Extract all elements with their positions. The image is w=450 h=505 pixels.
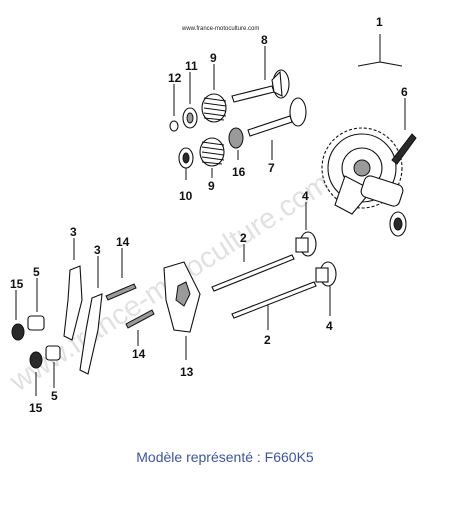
callout-14-lower: 14	[132, 347, 146, 361]
callout-15-upper: 15	[10, 277, 24, 291]
tappet-part-4-lower	[315, 261, 337, 316]
pivot-bolt-part-14-lower	[125, 309, 155, 346]
valve-part-8	[231, 46, 290, 103]
callout-16: 16	[232, 165, 246, 179]
source-url: www.france-motoculture.com	[182, 26, 260, 32]
callout-15-lower: 15	[29, 401, 43, 415]
callout-1: 1	[376, 15, 383, 29]
callout-4-upper: 4	[302, 189, 309, 203]
guide-plate-part-13	[163, 261, 201, 360]
valve-retainer-part-10	[178, 147, 194, 180]
callout-9-upper: 9	[210, 51, 217, 65]
valve-part-7	[247, 97, 307, 160]
callout-12: 12	[168, 71, 182, 85]
callout-13: 13	[180, 365, 194, 379]
callout-6: 6	[401, 85, 408, 99]
push-rod-part-2-upper	[211, 244, 295, 292]
sleeve-part-5-upper	[27, 278, 45, 331]
callout-7: 7	[268, 161, 275, 175]
camshaft-gear-part-1	[321, 34, 407, 237]
callout-2-upper: 2	[240, 231, 247, 245]
push-rod-part-2-lower	[231, 281, 317, 330]
valve-seal-part-16	[228, 127, 244, 160]
valve-spring-part-9-lower	[199, 137, 225, 178]
collet-part-12	[169, 84, 179, 132]
rocker-arm-part-3-left	[63, 238, 83, 341]
pin-part-6	[391, 98, 417, 165]
callout-11: 11	[185, 59, 198, 73]
pivot-bolt-part-14-upper	[105, 248, 137, 301]
callout-8: 8	[261, 33, 268, 47]
callout-3-right: 3	[94, 243, 101, 257]
rocker-arm-part-3-right	[79, 256, 103, 375]
sleeve-part-5-lower	[45, 345, 61, 388]
callout-14-upper: 14	[116, 235, 130, 249]
callout-4-lower: 4	[326, 319, 333, 333]
callout-3-left: 3	[70, 225, 77, 239]
valve-spring-part-9-upper	[201, 64, 227, 123]
callout-5-upper: 5	[33, 265, 40, 279]
callout-2-lower: 2	[264, 333, 271, 347]
valve-retainer-part-11	[182, 72, 198, 129]
callout-10: 10	[179, 189, 193, 203]
nut-part-15-lower	[29, 351, 43, 396]
callout-5-lower: 5	[51, 389, 58, 403]
callout-9-lower: 9	[208, 179, 215, 193]
model-caption: Modèle représenté : F660K5	[136, 449, 314, 465]
tappet-part-4-upper	[295, 202, 317, 257]
nut-part-15-upper	[11, 290, 25, 341]
